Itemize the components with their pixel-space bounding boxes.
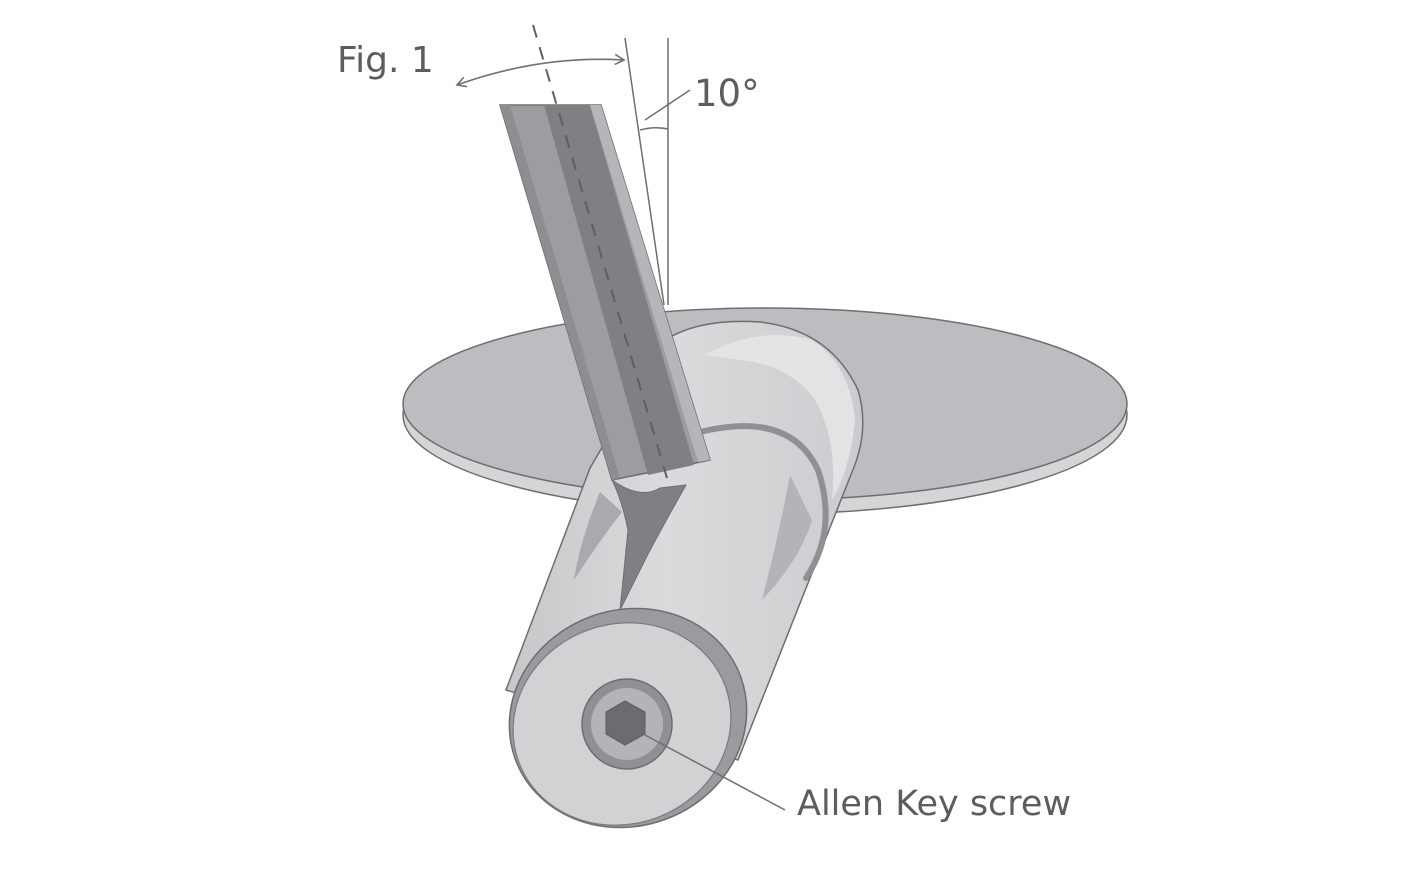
callout-leader-line <box>644 734 786 811</box>
groove-arc <box>697 423 829 581</box>
figure-label: Fig. 1 <box>337 40 434 81</box>
curved-double-arrow-icon <box>455 53 626 88</box>
tool-axis-line <box>532 24 668 479</box>
tool-shaft-edge-left <box>500 105 620 480</box>
angle-label: 10° <box>694 72 760 115</box>
hex-socket-icon <box>605 700 646 746</box>
turning-tool <box>498 104 711 481</box>
tool-shaft-highlight <box>590 105 710 462</box>
cylinder-shadow-left <box>574 492 622 580</box>
tool-bevel <box>611 479 687 611</box>
tool-shaft-dark-flute <box>544 105 694 475</box>
angled-reference-line <box>624 37 665 306</box>
cylinder-shadow-right <box>762 475 812 600</box>
angle-indicator: 10° <box>624 37 760 306</box>
angle-arc <box>639 126 669 131</box>
allen-key-screw <box>581 678 673 770</box>
jig-cylinder <box>505 320 864 829</box>
cylinder-top-highlight <box>705 335 855 500</box>
callout-label: Allen Key screw <box>797 784 1071 824</box>
angle-leader-line <box>644 89 691 121</box>
